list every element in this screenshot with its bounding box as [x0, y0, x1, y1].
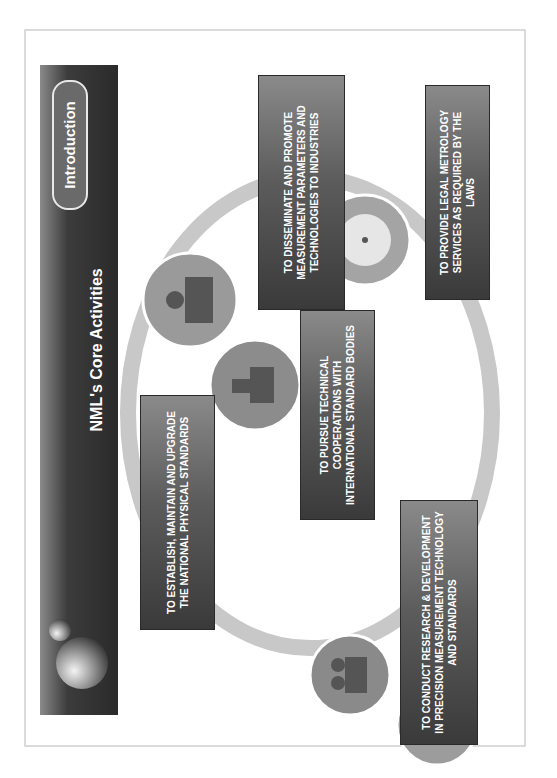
node-text: TO PROVIDE LEGAL METROLOGY SERVICES AS R… [438, 96, 477, 289]
section-pill: Introduction [52, 80, 88, 210]
node-text: TO DISSEMINATE AND PROMOTE MEASUREMENT P… [282, 86, 321, 299]
activity-box: TO PURSUE TECHNICAL COOPERATIONS WITH IN… [300, 310, 375, 520]
activity-box: TO PROVIDE LEGAL METROLOGY SERVICES AS R… [425, 85, 490, 300]
slide-title: NML's Core Activities [88, 268, 106, 431]
activity-box: TO ESTABLISH, MAINTAIN AND UPGRADE THE N… [140, 395, 215, 630]
activity-box: TO DISSEMINATE AND PROMOTE MEASUREMENT P… [258, 75, 345, 310]
node-text: TO PURSUE TECHNICAL COOPERATIONS WITH IN… [318, 321, 357, 509]
node-text: TO CONDUCT RESEARCH & DEVELOPMENT IN PRE… [420, 511, 459, 734]
node-text: TO ESTABLISH, MAINTAIN AND UPGRADE THE N… [165, 406, 191, 619]
activity-box: TO CONDUCT RESEARCH & DEVELOPMENT IN PRE… [400, 500, 478, 745]
node-text: Introduction [61, 101, 78, 188]
